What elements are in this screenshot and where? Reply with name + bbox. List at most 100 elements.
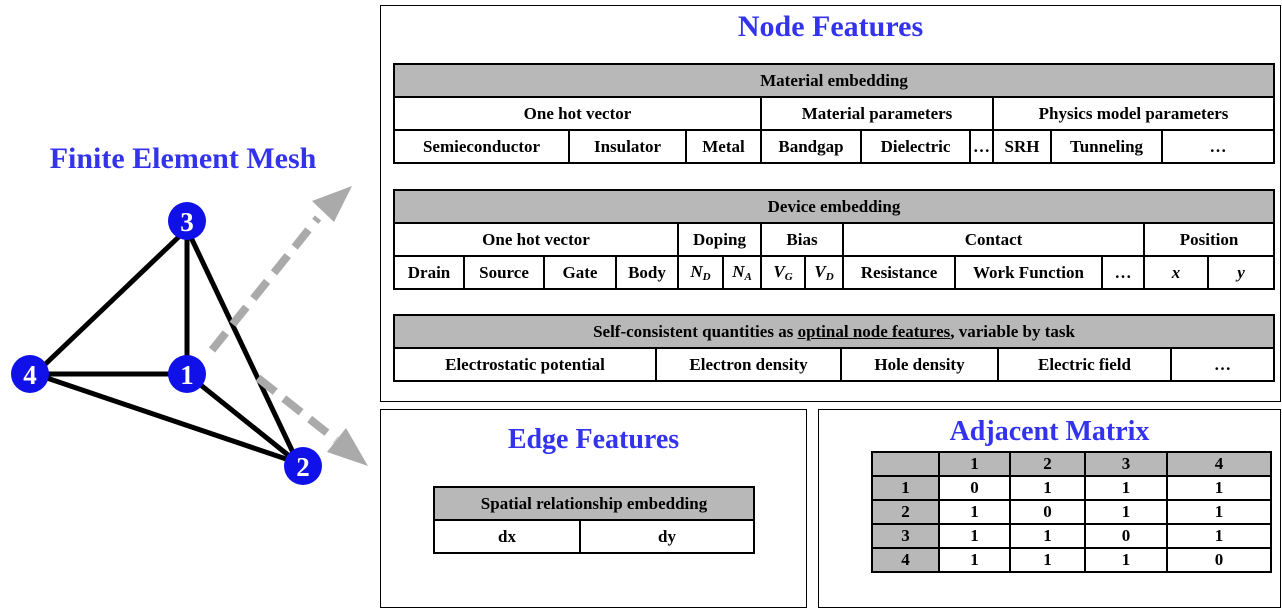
matrix-col-header: 1 bbox=[938, 451, 1011, 477]
item-gate: Gate bbox=[543, 255, 617, 290]
matrix-row: 1 0 1 1 1 bbox=[871, 475, 1272, 501]
item-electric-field: Electric field bbox=[997, 347, 1172, 382]
edge-features-title: Edge Features bbox=[507, 424, 680, 455]
item-ellipsis: … bbox=[1169, 347, 1276, 382]
matrix-cell: 1 bbox=[938, 523, 1011, 549]
matrix-row-header: 1 bbox=[871, 475, 940, 501]
item-metal: Metal bbox=[685, 129, 762, 164]
mesh-title: Finite Element Mesh bbox=[49, 142, 317, 175]
matrix-cell: 0 bbox=[1084, 523, 1168, 549]
self-consistent-table: Self-consistent quantities as optinal no… bbox=[392, 314, 1276, 382]
item-resistance: Resistance bbox=[842, 255, 956, 290]
node-2-label: 2 bbox=[296, 452, 310, 482]
matrix-cell: 1 bbox=[1166, 523, 1272, 549]
group-contact: Contact bbox=[842, 222, 1145, 257]
subscript-d: D bbox=[825, 271, 834, 283]
matrix-row: 4 1 1 1 0 bbox=[871, 547, 1272, 573]
item-semiconductor: Semieconductor bbox=[393, 129, 570, 164]
item-insulator: Insulator bbox=[568, 129, 687, 164]
item-dx: dx bbox=[433, 519, 581, 554]
matrix-corner-cell bbox=[871, 451, 940, 477]
mesh-edges bbox=[33, 227, 301, 466]
item-ellipsis: … bbox=[1101, 255, 1145, 290]
group-physics-model-parameters: Physics model parameters bbox=[991, 96, 1276, 131]
feature-arrows bbox=[208, 186, 368, 466]
matrix-cell: 1 bbox=[1166, 499, 1272, 525]
adjacent-matrix-title: Adjacent Matrix bbox=[949, 416, 1150, 447]
node-4-label: 4 bbox=[23, 360, 37, 390]
matrix-cell: 1 bbox=[1009, 523, 1086, 549]
item-ellipsis: … bbox=[969, 129, 994, 164]
header-text: Self-consistent quantities as bbox=[593, 321, 798, 341]
matrix-row-header: 3 bbox=[871, 523, 940, 549]
item-body: Body bbox=[615, 255, 679, 290]
matrix-cell: 1 bbox=[1084, 547, 1168, 573]
matrix-cell: 1 bbox=[938, 499, 1011, 525]
group-doping: Doping bbox=[677, 222, 762, 257]
matrix-cell: 1 bbox=[1166, 475, 1272, 501]
group-one-hot-vector: One hot vector bbox=[393, 96, 762, 131]
subscript-d: D bbox=[702, 271, 711, 283]
item-vd: VD bbox=[804, 255, 844, 290]
self-consistent-header: Self-consistent quantities as optinal no… bbox=[392, 314, 1276, 349]
item-nd: ND bbox=[677, 255, 724, 290]
mesh-diagram: 3 4 1 2 bbox=[11, 186, 368, 485]
matrix-col-header: 2 bbox=[1009, 451, 1086, 477]
matrix-cell: 0 bbox=[938, 475, 1011, 501]
matrix-cell: 1 bbox=[938, 547, 1011, 573]
matrix-cell: 1 bbox=[1084, 499, 1168, 525]
spatial-embedding-header: Spatial relationship embedding bbox=[433, 486, 755, 521]
matrix-cell: 0 bbox=[1166, 547, 1272, 573]
matrix-cell: 1 bbox=[1084, 475, 1168, 501]
matrix-col-header: 3 bbox=[1084, 451, 1168, 477]
group-one-hot-vector: One hot vector bbox=[393, 222, 679, 257]
arrow-head-up-icon bbox=[312, 186, 352, 222]
item-x: x bbox=[1143, 255, 1209, 290]
material-embedding-header: Material embedding bbox=[392, 63, 1276, 98]
mesh-node-1: 1 bbox=[168, 355, 206, 393]
edge-features-table: Spatial relationship embedding dx dy bbox=[433, 486, 755, 554]
subscript-a: A bbox=[744, 271, 752, 283]
matrix-cell: 1 bbox=[1009, 475, 1086, 501]
group-material-parameters: Material parameters bbox=[760, 96, 994, 131]
node-1-label: 1 bbox=[180, 360, 194, 390]
device-embedding-header: Device embedding bbox=[392, 189, 1276, 224]
item-work-function: Work Function bbox=[954, 255, 1103, 290]
header-underlined-text: optinal node features bbox=[797, 321, 951, 341]
item-dielectric: Dielectric bbox=[860, 129, 971, 164]
item-hole-density: Hole density bbox=[840, 347, 999, 382]
item-y: y bbox=[1206, 255, 1276, 290]
symbol-n: N bbox=[690, 262, 703, 281]
matrix-row-header: 4 bbox=[871, 547, 940, 573]
mesh-node-4: 4 bbox=[11, 355, 49, 393]
material-embedding-table: Material embedding One hot vector Materi… bbox=[392, 63, 1276, 164]
item-source: Source bbox=[463, 255, 545, 290]
matrix-row: 3 1 1 0 1 bbox=[871, 523, 1272, 549]
subscript-g: G bbox=[784, 271, 793, 283]
matrix-cell: 1 bbox=[1009, 547, 1086, 573]
mesh-node-2: 2 bbox=[284, 447, 322, 485]
item-vg: VG bbox=[760, 255, 806, 290]
matrix-col-header: 4 bbox=[1166, 451, 1272, 477]
item-electrostatic-potential: Electrostatic potential bbox=[393, 347, 657, 382]
item-ellipsis: … bbox=[1160, 129, 1276, 164]
symbol-v: V bbox=[814, 262, 826, 281]
item-srh: SRH bbox=[992, 129, 1052, 164]
header-text: , variable by task bbox=[950, 321, 1075, 341]
device-embedding-table: Device embedding One hot vector Doping B… bbox=[392, 189, 1276, 290]
symbol-n: N bbox=[732, 262, 745, 281]
item-bandgap: Bandgap bbox=[760, 129, 862, 164]
item-tunneling: Tunneling bbox=[1050, 129, 1163, 164]
matrix-cell: 0 bbox=[1009, 499, 1086, 525]
symbol-v: V bbox=[773, 262, 785, 281]
matrix-row: 2 1 0 1 1 bbox=[871, 499, 1272, 525]
item-electron-density: Electron density bbox=[655, 347, 842, 382]
node-3-label: 3 bbox=[180, 207, 194, 237]
item-na: NA bbox=[722, 255, 762, 290]
item-drain: Drain bbox=[393, 255, 465, 290]
mesh-node-3: 3 bbox=[168, 202, 206, 240]
item-dy: dy bbox=[579, 519, 755, 554]
matrix-row-header: 2 bbox=[871, 499, 940, 525]
node-features-title: Node Features bbox=[737, 10, 924, 43]
adjacent-matrix-table: 1 2 3 4 1 0 1 1 1 2 1 0 1 1 3 1 1 0 1 4 … bbox=[871, 451, 1272, 573]
